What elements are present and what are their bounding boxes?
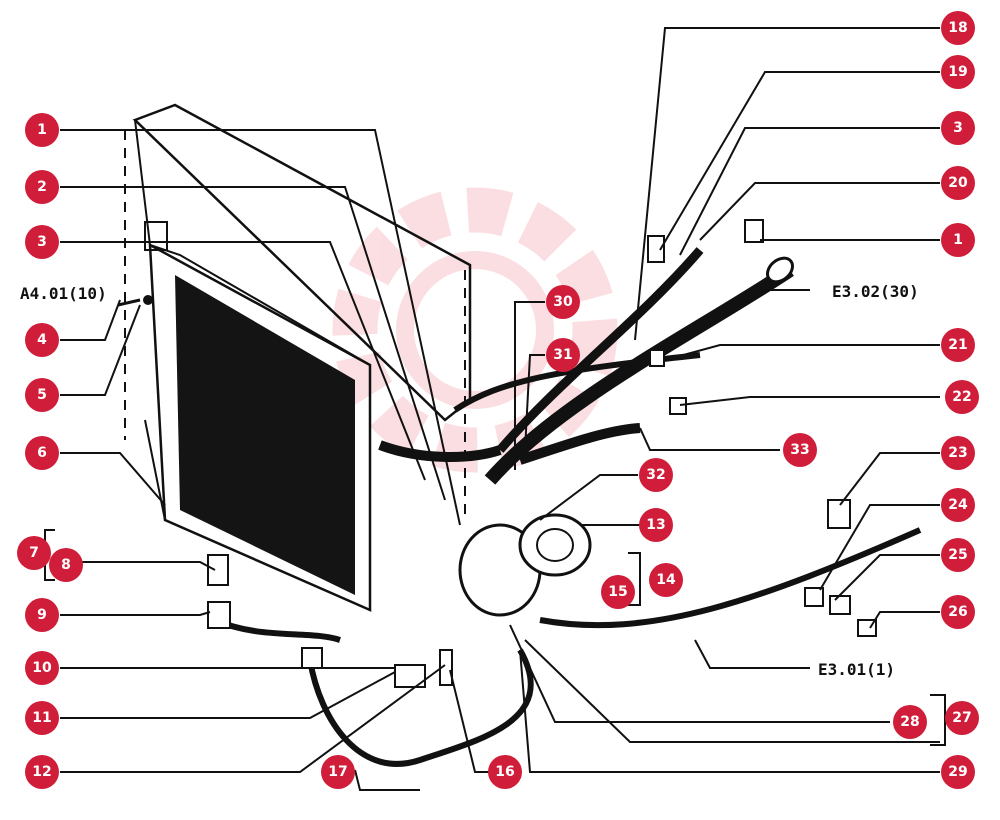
callout-13: 13	[639, 508, 673, 542]
callout-28: 28	[893, 705, 927, 739]
callout-16: 16	[488, 755, 522, 789]
callout-30: 30	[546, 285, 580, 319]
callout-3-right: 3	[941, 111, 975, 145]
callout-1: 1	[25, 113, 59, 147]
callout-10: 10	[25, 651, 59, 685]
callout-32: 32	[639, 458, 673, 492]
fittings	[117, 219, 877, 688]
callout-8: 8	[49, 548, 83, 582]
callout-25: 25	[941, 538, 975, 572]
reference-e301: E3.01(1)	[818, 660, 896, 679]
reference-e302: E3.02(30)	[832, 282, 919, 301]
callout-27: 27	[945, 701, 979, 735]
callout-21: 21	[941, 328, 975, 362]
callout-20: 20	[941, 166, 975, 200]
callout-19: 19	[941, 55, 975, 89]
callout-6: 6	[25, 436, 59, 470]
callout-18: 18	[941, 11, 975, 45]
radiator-core	[124, 103, 472, 612]
callout-4: 4	[25, 323, 59, 357]
callout-3: 3	[25, 225, 59, 259]
reference-a401: A4.01(10)	[20, 284, 107, 303]
callout-7: 7	[17, 536, 51, 570]
callout-24: 24	[941, 488, 975, 522]
hoses	[213, 247, 922, 767]
callout-1-right: 1	[941, 223, 975, 257]
callout-9: 9	[25, 598, 59, 632]
callout-11: 11	[25, 701, 59, 735]
callout-17: 17	[321, 755, 355, 789]
callout-12: 12	[25, 755, 59, 789]
pump-housing	[458, 256, 795, 617]
callout-15: 15	[601, 575, 635, 609]
callout-14: 14	[649, 563, 683, 597]
callout-31: 31	[546, 338, 580, 372]
callout-29: 29	[941, 755, 975, 789]
leader-lines	[60, 27, 940, 791]
callout-23: 23	[941, 436, 975, 470]
callout-22: 22	[945, 380, 979, 414]
callout-26: 26	[941, 595, 975, 629]
callout-2: 2	[25, 170, 59, 204]
callout-33: 33	[783, 433, 817, 467]
callout-5: 5	[25, 378, 59, 412]
